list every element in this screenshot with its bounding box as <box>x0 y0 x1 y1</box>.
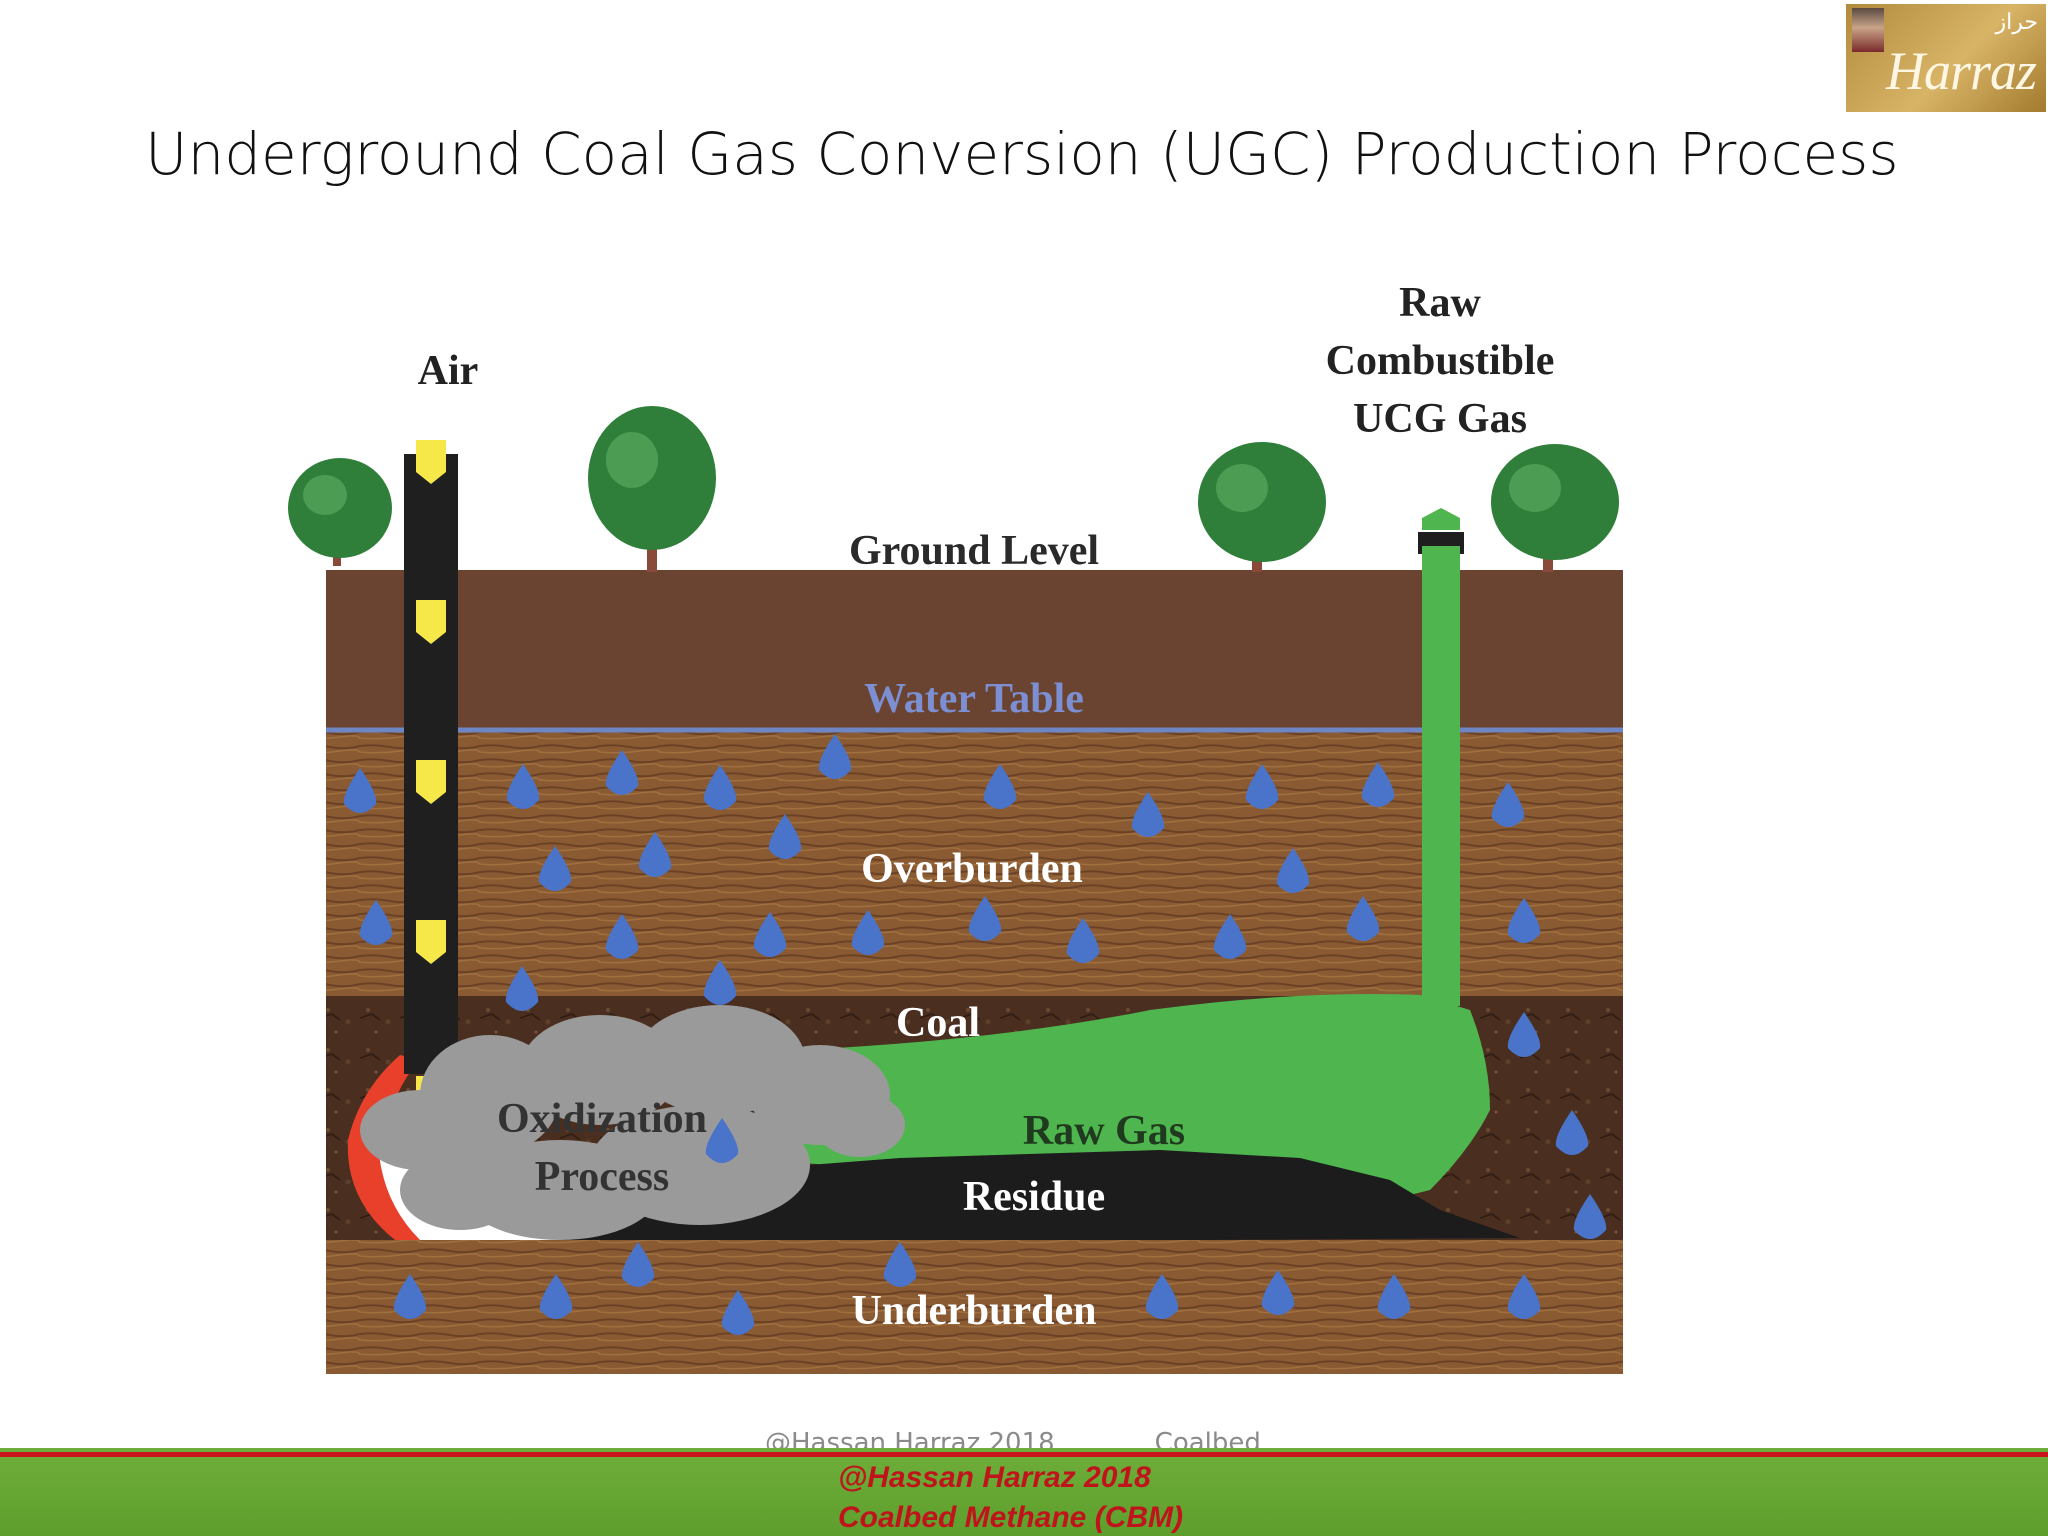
water-drop-icon <box>705 1118 739 1163</box>
water-drop-icon <box>703 765 737 810</box>
tree <box>588 406 716 572</box>
label-raw-gas-out-3: UCG Gas <box>1353 396 1527 442</box>
water-drop-icon <box>538 846 572 891</box>
water-drop-icon <box>768 814 802 859</box>
water-drop-icon <box>1261 1270 1295 1315</box>
water-drop-icon <box>539 1274 573 1319</box>
label-overburden: Overburden <box>861 846 1083 892</box>
water-drop-icon <box>1507 1274 1541 1319</box>
label-residue: Residue <box>963 1174 1105 1220</box>
production-well <box>1422 546 1460 1006</box>
tree <box>288 458 392 566</box>
tree <box>1491 444 1619 572</box>
water-drop-icon <box>1145 1274 1179 1319</box>
water-drop-icon <box>1276 848 1310 893</box>
label-raw-gas-out-2: Combustible <box>1326 338 1555 384</box>
logo-script-text: Harraz <box>1886 41 2037 101</box>
water-drop-icon <box>1346 896 1380 941</box>
label-oxidization-1: Oxidization <box>497 1096 707 1142</box>
logo-arabic-text: حراز <box>1995 10 2038 35</box>
water-drops <box>343 734 1607 1335</box>
overburden-layer <box>326 730 1623 996</box>
water-drop-icon <box>1213 914 1247 959</box>
slide-title: Underground Coal Gas Conversion (UGC) Pr… <box>145 120 1899 188</box>
air-flow-arrow <box>416 760 446 804</box>
water-drop-icon <box>818 734 852 779</box>
combustion-front <box>347 1055 422 1240</box>
water-drop-icon <box>721 1290 755 1335</box>
water-drop-icon <box>605 914 639 959</box>
water-drop-icon <box>703 960 737 1005</box>
footer-credit: @Hassan Harraz 2018 Coalbed Methane (CBM… <box>838 1458 1183 1538</box>
water-drop-icon <box>1507 898 1541 943</box>
water-drop-icon <box>851 910 885 955</box>
water-drop-icon <box>1131 792 1165 837</box>
water-drop-icon <box>621 1242 655 1287</box>
oxidization-cloud <box>360 1005 905 1240</box>
water-drop-icon <box>1377 1274 1411 1319</box>
water-drop-icon <box>506 764 540 809</box>
footer-topic: Coalbed Methane (CBM) <box>838 1501 1183 1534</box>
air-flow-arrow <box>416 440 446 484</box>
topsoil-layer <box>326 570 1623 730</box>
footer-author: @Hassan Harraz 2018 <box>838 1461 1151 1494</box>
water-drop-icon <box>983 764 1017 809</box>
label-water-table: Water Table <box>864 676 1084 722</box>
footer-bar <box>0 1448 2048 1536</box>
water-drop-icon <box>359 900 393 945</box>
water-drop-icon <box>1573 1194 1607 1239</box>
label-coal: Coal <box>896 1000 980 1046</box>
water-drop-icon <box>1066 918 1100 963</box>
label-raw-gas: Raw Gas <box>1023 1108 1185 1154</box>
water-drop-icon <box>1555 1110 1589 1155</box>
water-drop-icon <box>638 832 672 877</box>
water-drop-icon <box>1491 782 1525 827</box>
footer-red-line <box>0 1452 2048 1457</box>
water-drop-icon <box>393 1274 427 1319</box>
water-drop-icon <box>968 896 1002 941</box>
label-ground-level: Ground Level <box>849 528 1099 574</box>
water-drop-icon <box>883 1242 917 1287</box>
water-drop-icon <box>1507 1012 1541 1057</box>
air-flow-arrow <box>416 920 446 964</box>
water-drop-icon <box>505 966 539 1011</box>
production-well-cap <box>1422 508 1460 530</box>
water-drop-icon <box>605 750 639 795</box>
tree <box>1198 442 1326 572</box>
water-drop-icon <box>1245 764 1279 809</box>
label-oxidization-2: Process <box>535 1154 670 1200</box>
water-drop-icon <box>343 768 377 813</box>
label-air: Air <box>418 348 479 394</box>
raw-gas-zone <box>760 994 1490 1195</box>
author-photo <box>1852 8 1884 52</box>
water-drop-icon <box>1361 762 1395 807</box>
water-drop-icon <box>753 912 787 957</box>
label-underburden: Underburden <box>851 1288 1096 1334</box>
label-raw-gas-out-1: Raw <box>1399 280 1481 326</box>
air-flow-arrow <box>416 600 446 644</box>
harraz-logo: حراز Harraz <box>1846 4 2046 112</box>
